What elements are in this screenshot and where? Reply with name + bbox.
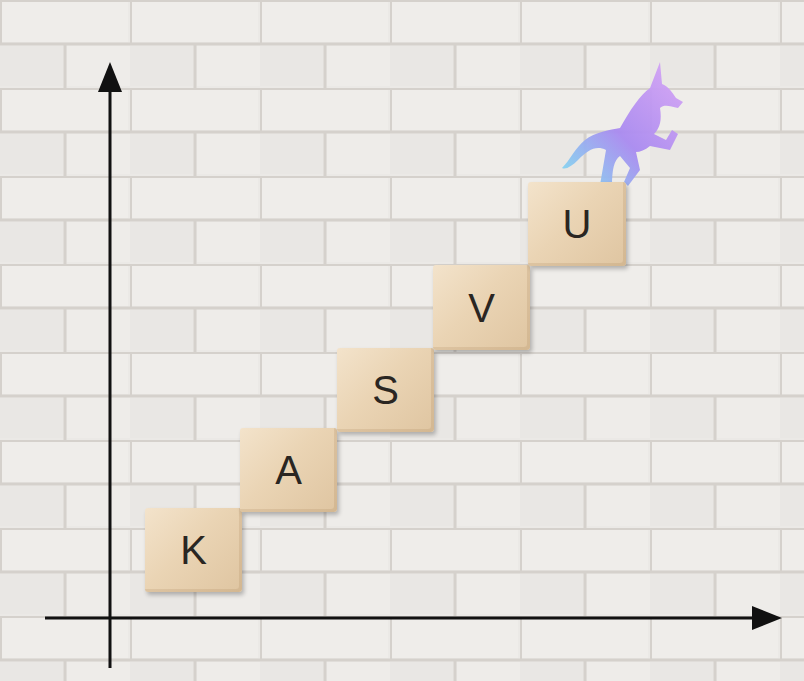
letter-block: V [433, 265, 530, 350]
unicorn-figure [562, 62, 683, 186]
block-letter: V [468, 288, 495, 328]
block-letter: S [372, 370, 399, 410]
letter-block: K [145, 508, 242, 592]
axes [45, 62, 782, 668]
block-letter: K [180, 530, 207, 570]
block-letter: U [563, 204, 592, 244]
block-letter: A [275, 450, 302, 490]
letter-block: U [528, 182, 626, 266]
letter-block: A [240, 428, 337, 512]
letter-block: S [337, 348, 434, 432]
